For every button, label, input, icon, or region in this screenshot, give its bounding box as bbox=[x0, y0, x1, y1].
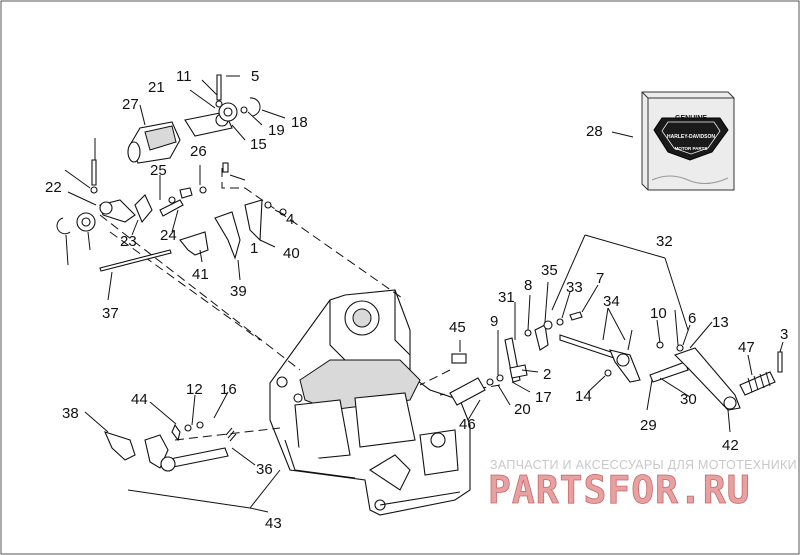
leader-lines bbox=[64, 75, 784, 513]
callout-12: 12 bbox=[186, 381, 203, 398]
callout-3: 3 bbox=[780, 326, 788, 343]
callout-35: 35 bbox=[541, 262, 558, 279]
watermark-caption: ЗАПЧАСТИ И АКСЕССУАРЫ ДЛЯ МОТОТЕХНИКИ bbox=[490, 458, 797, 472]
callout-8: 8 bbox=[524, 277, 532, 294]
callout-26: 26 bbox=[190, 143, 207, 160]
callout-44: 44 bbox=[131, 391, 148, 408]
logo-line2: HARLEY-DAVIDSON bbox=[667, 134, 715, 140]
callout-16: 16 bbox=[220, 381, 237, 398]
callout-6: 6 bbox=[688, 310, 696, 327]
callout-40: 40 bbox=[283, 245, 300, 262]
callout-10: 10 bbox=[650, 305, 667, 322]
callout-29: 29 bbox=[640, 417, 657, 434]
callout-33: 33 bbox=[566, 279, 583, 296]
transmission-case bbox=[269, 289, 471, 516]
callout-34: 34 bbox=[603, 293, 620, 310]
callout-41: 41 bbox=[192, 266, 209, 283]
callout-47: 47 bbox=[738, 339, 755, 356]
callout-15: 15 bbox=[250, 136, 267, 153]
shift-shaft bbox=[104, 421, 237, 472]
watermark-brand-c: .RU bbox=[679, 468, 751, 512]
callout-31: 31 bbox=[498, 289, 515, 306]
callout-11: 11 bbox=[176, 68, 192, 85]
watermark-brand-a: PARTS bbox=[488, 468, 607, 512]
callout-20: 20 bbox=[514, 401, 531, 418]
callout-27: 27 bbox=[122, 96, 139, 113]
callout-7: 7 bbox=[596, 270, 604, 287]
callout-22: 22 bbox=[45, 179, 62, 196]
callout-45: 45 bbox=[449, 319, 466, 336]
callout-28: 28 bbox=[586, 123, 603, 140]
watermark-brand: PARTSFOR.RU bbox=[488, 468, 751, 512]
callout-38: 38 bbox=[62, 405, 79, 422]
callout-21: 21 bbox=[148, 79, 165, 96]
callout-36: 36 bbox=[256, 461, 273, 478]
logo-line1: GENUINE bbox=[675, 115, 707, 122]
logo-line3: MOTOR PARTS bbox=[675, 146, 708, 151]
genuine-parts-box: GENUINE HARLEY-DAVIDSON MOTOR PARTS bbox=[641, 91, 735, 191]
callout-9: 9 bbox=[490, 313, 498, 330]
callout-25: 25 bbox=[150, 162, 167, 179]
callout-14: 14 bbox=[575, 388, 592, 405]
callout-24: 24 bbox=[160, 227, 177, 244]
callout-1: 1 bbox=[250, 240, 258, 257]
callout-42: 42 bbox=[722, 437, 739, 454]
callout-37: 37 bbox=[102, 305, 119, 322]
callout-18: 18 bbox=[291, 114, 308, 131]
watermark-brand-b: FOR bbox=[607, 468, 679, 512]
assembly-lines bbox=[99, 168, 501, 441]
callout-17: 17 bbox=[535, 389, 552, 406]
callout-2: 2 bbox=[543, 366, 551, 383]
callout-32: 32 bbox=[656, 233, 673, 250]
callout-23: 23 bbox=[120, 233, 137, 250]
callout-43: 43 bbox=[265, 515, 282, 532]
callout-5: 5 bbox=[251, 68, 259, 85]
callout-30: 30 bbox=[680, 391, 697, 408]
watermark: ЗАПЧАСТИ И АКСЕССУАРЫ ДЛЯ МОТОТЕХНИКИ PA… bbox=[488, 458, 797, 512]
callout-numbers: 1 2 3 4 5 6 7 8 9 10 11 12 13 14 15 16 1… bbox=[45, 68, 788, 532]
callout-39: 39 bbox=[230, 283, 247, 300]
genuine-shield-icon bbox=[653, 117, 729, 161]
callout-13: 13 bbox=[712, 314, 729, 331]
shift-linkage bbox=[449, 311, 783, 411]
callout-4: 4 bbox=[286, 211, 294, 228]
callout-19: 19 bbox=[268, 122, 285, 139]
callout-46: 46 bbox=[459, 416, 476, 433]
